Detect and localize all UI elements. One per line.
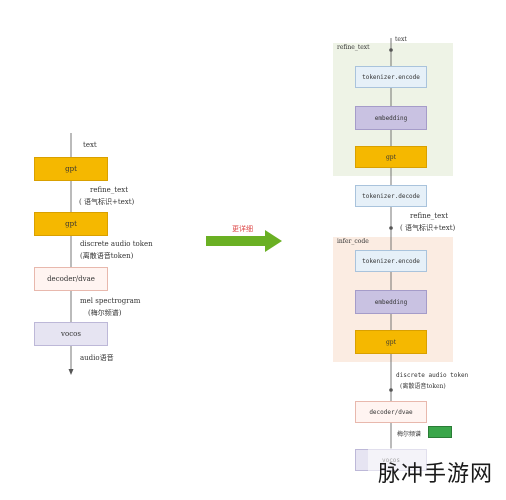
left-decoder-box: decoder/dvae: [34, 267, 108, 291]
right-refine-text-label: refine_text: [410, 212, 449, 220]
right-discrete-label: discrete audio token: [396, 372, 469, 379]
left-discrete-sub: (离散语音token): [80, 252, 134, 260]
site-watermark: [368, 448, 506, 500]
left-mel-sub: (梅尔频谱): [88, 309, 122, 317]
more-detail-arrow: [206, 230, 282, 252]
left-arrowhead: [68, 369, 74, 375]
left-gpt-box-2: gpt: [34, 212, 108, 236]
right-embedding-box-2: embedding: [355, 290, 427, 314]
left-audio-output-label: audio语音: [80, 354, 114, 362]
right-tokenizer-encode-box-2: tokenizer.encode: [355, 250, 427, 272]
right-refine-text-sub: ( 语气标识+text): [400, 224, 456, 232]
right-discrete-sub: (离散语音token): [400, 383, 446, 390]
right-tokenizer-decode-box: tokenizer.decode: [355, 185, 427, 207]
dot-refine: [389, 226, 393, 230]
left-mel-label: mel spectrogram: [80, 297, 141, 305]
infer-code-region-label: infer_code: [337, 238, 369, 245]
right-embedding-box-1: embedding: [355, 106, 427, 130]
left-text-input-label: text: [83, 141, 97, 149]
dot-discrete: [389, 388, 393, 392]
left-vocos-box: vocos: [34, 322, 108, 346]
watermark-text: 脉冲手游网: [378, 462, 494, 487]
right-tokenizer-encode-box-1: tokenizer.encode: [355, 66, 427, 88]
left-refine-text-sub: ( 语气标识+text): [79, 198, 135, 206]
right-text-input-label: text: [395, 36, 407, 43]
left-refine-text-label: refine_text: [90, 186, 129, 194]
more-detail-label: 更详细: [232, 225, 253, 233]
refine-text-region-label: refine_text: [337, 44, 370, 51]
right-gpt-box-1: gpt: [355, 146, 427, 168]
left-gpt-box-1: gpt: [34, 157, 108, 181]
right-mel-label: 梅尔频谱: [397, 431, 422, 438]
left-discrete-label: discrete audio token: [80, 240, 153, 248]
right-decoder-box: decoder/dvae: [355, 401, 427, 423]
dot-text: [389, 48, 393, 52]
right-gpt-box-2: gpt: [355, 330, 427, 354]
mel-spectrogram-thumbnail: [428, 426, 452, 438]
